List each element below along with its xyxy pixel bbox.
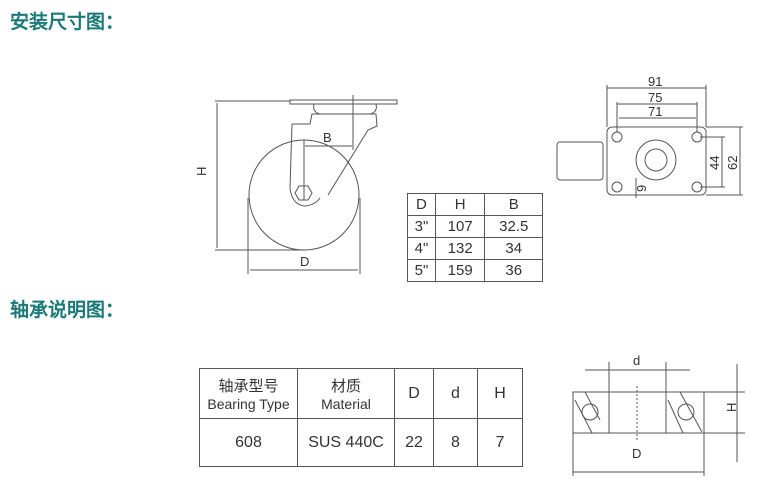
header-zh: 轴承型号 [218, 377, 279, 395]
table-row: 5" 159 36 [407, 259, 543, 282]
cell: 5" [407, 259, 436, 282]
plate-top-view: 91 75 71 44 62 9 [556, 74, 743, 198]
table-row: 4" 132 34 [407, 237, 543, 260]
cell: 34 [484, 237, 543, 260]
dim-75: 75 [648, 90, 662, 105]
cell: SUS 440C [297, 418, 395, 467]
cell: 22 [394, 418, 434, 467]
cell: 7 [477, 418, 523, 467]
cell: 159 [434, 259, 486, 282]
header-en: Material [321, 396, 371, 412]
cell: 608 [199, 418, 298, 467]
ball-left [581, 403, 599, 421]
cell: 32.5 [484, 215, 543, 238]
header-cell: D [407, 193, 436, 216]
outer-d-label: D [632, 446, 641, 461]
table-row: 3" 107 32.5 [407, 215, 543, 238]
h-label: H [724, 403, 739, 412]
cell: 8 [433, 418, 478, 467]
b-dimension-label: B [323, 130, 332, 145]
cell: 107 [434, 215, 486, 238]
cell: 132 [434, 237, 486, 260]
header-d-inner: d [433, 368, 478, 419]
ball-right [677, 403, 695, 421]
dim-62: 62 [725, 156, 740, 170]
table-header-row: D H B [407, 193, 543, 216]
dim-71: 71 [648, 104, 662, 119]
table-row: 608 SUS 440C 22 8 7 [199, 418, 523, 467]
top-plate [289, 99, 398, 105]
dim-91: 91 [648, 74, 662, 89]
bearing-cross-section: d D H [572, 353, 745, 476]
bore-d-label: d [633, 353, 640, 368]
axle-hex [294, 185, 313, 201]
h-dimension-label: H [194, 167, 209, 176]
caster-side-view: H D B [194, 95, 398, 274]
dim-9: 9 [634, 185, 649, 192]
header-zh: 材质 [330, 377, 361, 395]
bearing-description-title: 轴承说明图： [10, 299, 125, 321]
cell: 36 [484, 259, 543, 282]
size-table: D H B 3" 107 32.5 4" 132 34 5" 159 36 [407, 193, 543, 282]
cell: 4" [407, 237, 436, 260]
header-cell: H [434, 193, 486, 216]
header-en: Bearing Type [207, 396, 290, 412]
mounting-plate [606, 126, 707, 196]
header-cell: B [484, 193, 543, 216]
header-d-outer: D [394, 368, 434, 419]
d-dimension-label: D [300, 254, 309, 269]
header-h: H [477, 368, 523, 419]
dim-44: 44 [707, 156, 722, 170]
install-dimensions-title: 安装尺寸图： [10, 11, 125, 33]
cell: 3" [407, 215, 436, 238]
